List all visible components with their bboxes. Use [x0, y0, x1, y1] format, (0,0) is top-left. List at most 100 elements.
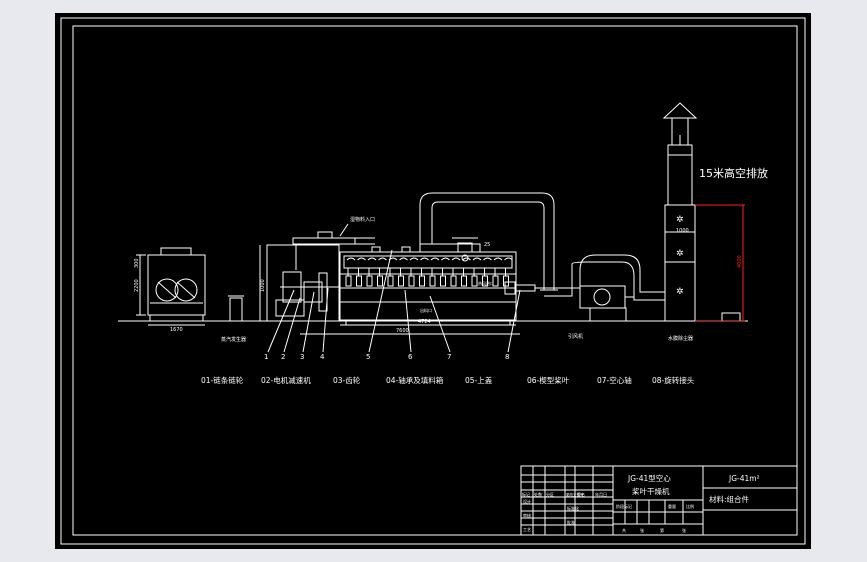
role-process: 工艺: [523, 527, 531, 532]
legend-item: 05-上盖: [465, 375, 493, 385]
exhaust-duct: [419, 192, 558, 291]
paddle-array: [345, 257, 513, 287]
legend-item: 04-轴承及填料箱: [386, 375, 444, 385]
dim-boiler-height: 2200: [134, 279, 140, 292]
paddle-blade: [482, 268, 488, 287]
paddle-top-arc: [367, 257, 377, 261]
label-dryer-top: 热风进口: [478, 280, 494, 286]
rev-header-1: 处数: [534, 491, 542, 497]
rev-header-4: 签名: [577, 491, 585, 497]
title-block: JG-41型空心 桨叶干燥机 JG-41m² 材料:组合件 标记 处数 分区 更…: [520, 465, 798, 536]
paddle-top-arc: [472, 257, 482, 261]
paddle-blade: [377, 268, 383, 287]
title-name-line1: JG-41型空心: [627, 473, 671, 483]
stage-header-1: 重量: [668, 503, 676, 509]
paddle-top-arc: [399, 257, 408, 261]
dryer-legs: [340, 320, 516, 326]
paddle-top-arc: [409, 257, 419, 261]
inner-border: [72, 25, 798, 536]
duct-to-fan: [544, 254, 665, 301]
paddle-blade: [366, 268, 373, 287]
stack-height-dimension: [695, 204, 745, 322]
label-left-box: 蒸汽发生器: [221, 336, 246, 343]
paddle-blade: [471, 268, 478, 287]
role-review: 审核: [523, 512, 531, 518]
sprinkler-1-icon: ✲: [676, 215, 684, 225]
label-pipe-size: 25: [484, 242, 490, 248]
rev-header-5: 年月日: [595, 491, 607, 497]
drive-assembly: [259, 244, 340, 322]
paddle-blade: [419, 268, 425, 287]
sprinkler-3-icon: ✲: [676, 287, 684, 297]
dim-boiler-width: 1670: [170, 327, 183, 333]
paddle-blade: [356, 268, 362, 287]
feed-screw: [292, 231, 375, 245]
paddle-top-arc: [346, 257, 356, 261]
paddle-blade: [440, 268, 446, 287]
legend-item: 07-空心轴: [597, 375, 632, 385]
sheet-info-3: 张: [682, 527, 686, 533]
paddle-top-arc: [430, 257, 440, 261]
legend-item: 03-齿轮: [333, 375, 361, 385]
legend-item: 06-楔型桨叶: [527, 375, 570, 385]
label-stack-base: 水膜除尘器: [668, 335, 693, 342]
paddle-blade: [492, 268, 499, 287]
title-material: 材料:组合件: [709, 494, 750, 504]
role-approve: 批准: [567, 519, 575, 525]
steam-generator: [136, 247, 206, 326]
legend-item: 02-电机减速机: [261, 375, 311, 385]
balloon-7: 7: [447, 353, 451, 361]
dim-boiler-top: 300: [134, 258, 140, 268]
top-nozzles: [371, 237, 478, 262]
paddle-blade: [398, 268, 404, 287]
title-model: JG-41m²: [728, 474, 760, 483]
sprinkler-2-icon: ✲: [676, 249, 684, 259]
paddle-top-arc: [378, 257, 387, 261]
balloon-4: 4: [320, 353, 325, 361]
dim-total-length: 7600: [396, 328, 409, 334]
paddle-blade: [450, 268, 457, 287]
outer-border: [60, 17, 806, 545]
sheet-info-2: 第: [660, 527, 664, 533]
part-balloons: 1 2 3 4 5 6 7 8: [264, 249, 521, 361]
paddle-top-arc: [420, 257, 429, 261]
paddle-blade: [461, 268, 467, 287]
label-fan: 引风机: [568, 333, 583, 340]
rev-header-3: 更改文件号: [566, 492, 584, 497]
role-design: 设计: [523, 498, 531, 504]
balloon-8: 8: [505, 353, 509, 361]
paddle-blade: [387, 268, 394, 287]
rev-header-2: 分区: [546, 491, 554, 497]
paddle-top-arc: [462, 257, 471, 261]
induced-draft-fan: [579, 285, 634, 322]
paddle-top-arc: [483, 257, 492, 261]
label-feed-inlet: 湿物料入口: [350, 216, 375, 223]
paddle-blade: [429, 268, 436, 287]
paddle-top-arc: [451, 257, 461, 261]
legend-item: 01-链条链轮: [201, 375, 244, 385]
balloon-1: 1: [264, 353, 268, 361]
paddle-top-arc: [357, 257, 366, 261]
dim-stack-height: 4000: [737, 255, 743, 268]
dim-stack-mid: 1000: [676, 228, 689, 234]
parts-legend: 01-链条链轮 02-电机减速机 03-齿轮 04-轴承及填料箱 05-上盖 0…: [201, 375, 695, 385]
paddle-blade: [345, 268, 352, 287]
paddle-blade: [408, 268, 415, 287]
paddle-top-arc: [504, 257, 513, 261]
stage-header-2: 比例: [686, 503, 694, 509]
balloon-2: 2: [281, 353, 285, 361]
label-outlet: 出料口: [420, 307, 432, 313]
sheet-background: [55, 13, 811, 549]
paddle-top-arc: [493, 257, 503, 261]
balloon-6: 6: [408, 353, 413, 361]
paddle-top-arc: [441, 257, 450, 261]
sheet-info-0: 共: [622, 527, 626, 533]
exhaust-note: 15米高空排放: [699, 166, 768, 180]
sheet-info-1: 张: [640, 527, 644, 533]
rev-header-0: 标记: [522, 491, 530, 497]
balloon-3: 3: [300, 353, 304, 361]
control-cabinet: [228, 295, 244, 322]
scrubber-stack: ✲ ✲ ✲: [662, 102, 741, 322]
rotary-joint: [504, 281, 545, 295]
